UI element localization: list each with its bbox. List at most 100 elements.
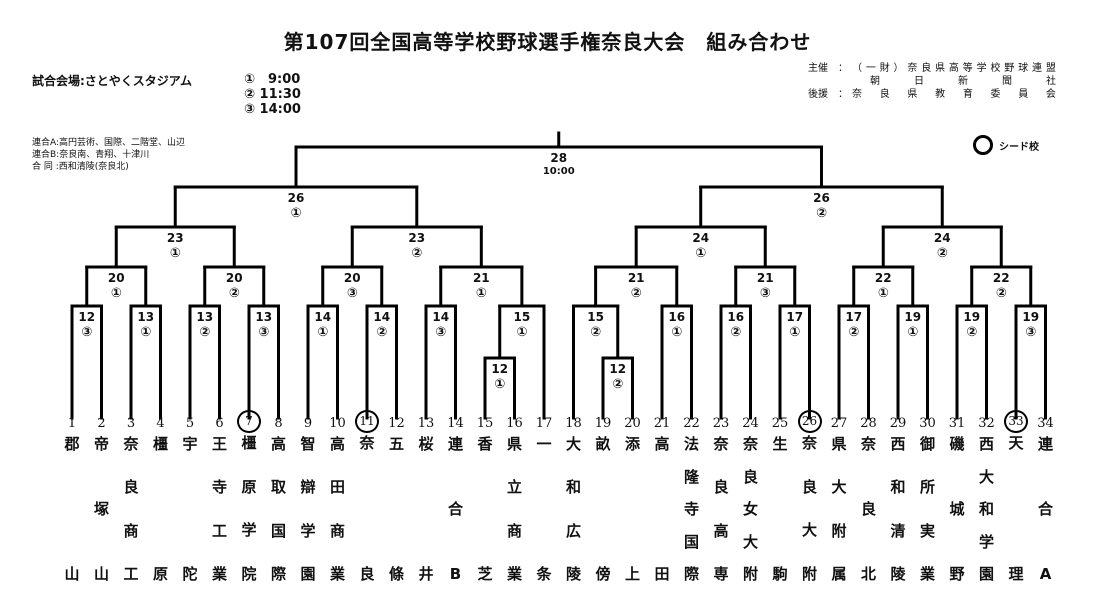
team-name-char: 西 [890, 435, 906, 453]
organizer-char: 盟 [1045, 63, 1056, 74]
team-name-char: 良 [123, 478, 139, 497]
team-name-char: 駒 [772, 565, 788, 583]
team-name-char: 芝 [477, 565, 493, 583]
team-name-char: 山 [64, 565, 80, 583]
team-number: 10 [329, 416, 346, 431]
team-number: 4 [156, 416, 165, 431]
team-name-char: 理 [1008, 565, 1024, 583]
team-name-char: 奈 [359, 434, 375, 453]
host-line: 朝日新聞社 [852, 75, 1056, 88]
team-name-char: 奈 [123, 435, 139, 453]
match-date-label: 16 [727, 310, 744, 324]
team-name-char: 高 [654, 435, 670, 453]
match-time-label: ③ [81, 325, 92, 340]
team-number: 6 [215, 416, 224, 431]
team-name-char: 磯 [949, 435, 965, 453]
match-date-label: 19 [1022, 310, 1039, 324]
team-name-char: 大 [831, 478, 847, 497]
team-number: 34 [1037, 416, 1054, 431]
match-date-label: 24 [934, 231, 951, 245]
team-name-char: 良 [801, 477, 817, 496]
match-time-label: ③ [258, 325, 269, 340]
note-line: 合 同 :西和清陵(奈良北) [32, 162, 129, 172]
organizer-char: 社 [1046, 76, 1056, 87]
team-name-char: 寺 [211, 478, 227, 497]
match-time-label: ③ [347, 286, 358, 301]
team-name-char: 広 [565, 521, 581, 540]
team-number: 23 [712, 416, 730, 431]
match-date-label: 13 [137, 310, 154, 324]
team-name-char: 際 [270, 565, 286, 583]
match-time-label: 10:00 [543, 166, 575, 177]
match-time-label: ③ [760, 286, 771, 301]
match-date-label: 19 [904, 310, 921, 324]
organizer-char: 委 [990, 89, 1001, 100]
match-time-label: ③ [435, 325, 446, 340]
organizer-char: 朝 [870, 76, 880, 87]
team-name-char: 上 [624, 565, 640, 583]
match-date-label: 13 [196, 310, 213, 324]
organizer-char: 奈 [852, 89, 862, 100]
match-date-label: 19 [963, 310, 980, 324]
team-name-char: 良 [742, 467, 758, 486]
team-name-char: 辯 [300, 478, 316, 497]
seed-legend: シード校 [973, 135, 1039, 155]
team-name-char: 附 [801, 565, 817, 583]
team-name-char: 桜 [418, 435, 434, 453]
match-date-label: 20 [344, 271, 361, 285]
organizer-char: 教 [935, 89, 946, 100]
team-name-char: 工 [211, 521, 227, 540]
team-name-char: 院 [241, 565, 257, 583]
team-name-char: 附 [831, 521, 847, 540]
team-name-char: 立 [506, 478, 522, 497]
team-name-char: 専 [713, 565, 729, 583]
team-name-char: 県 [506, 435, 522, 453]
team-name-char: 郡 [64, 435, 80, 453]
seed-team-number: 33 [1004, 410, 1028, 434]
match-time-label: ① [317, 325, 328, 340]
match-time-label: ① [789, 325, 800, 340]
team-number: 12 [388, 416, 405, 431]
team-name-char: 連 [447, 435, 463, 453]
match-date-label: 24 [692, 231, 709, 245]
match-time-label: ② [612, 377, 623, 392]
organizer-char: 高 [948, 63, 959, 74]
match-date-label: 15 [514, 310, 531, 324]
match-date-label: 13 [255, 310, 272, 324]
host-line: （一財）奈良県高等学校野球連盟 [852, 62, 1056, 75]
team-name-char: 女 [742, 500, 758, 518]
team-number: 5 [185, 416, 195, 431]
match-time-label: ① [494, 377, 505, 392]
team-name-char: 学 [241, 521, 257, 540]
organizer-char: 良 [921, 63, 932, 74]
team-name-char: 大 [742, 532, 758, 551]
organizer-char: 新 [958, 76, 968, 87]
team-name-char: 宇 [182, 435, 198, 453]
organizer-char: 良 [879, 89, 890, 100]
team-name-char: 合 [1037, 500, 1053, 518]
team-name-char: 和 [565, 478, 581, 497]
team-name-char: 塚 [93, 500, 109, 518]
match-date-label: 12 [491, 362, 508, 376]
team-name-char: 大 [978, 467, 994, 486]
seed-team-number: 26 [797, 410, 822, 434]
match-date-label: 21 [628, 271, 645, 285]
host-label: 主催 [808, 63, 828, 74]
team-name-char: 奈 [713, 435, 729, 453]
match-time-label: ① [170, 246, 181, 261]
